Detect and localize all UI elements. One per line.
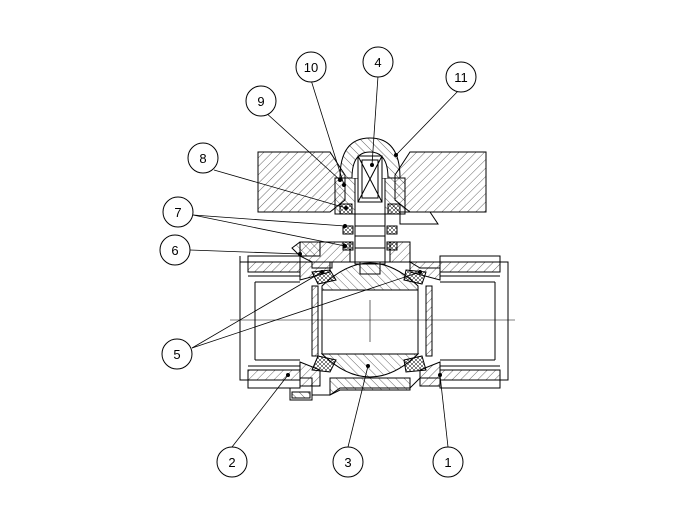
callout-4: 4 xyxy=(362,46,394,78)
callout-1: 1 xyxy=(432,446,464,478)
leader-dots xyxy=(286,153,442,377)
callout-8-label: 8 xyxy=(199,151,206,166)
callout-3-label: 3 xyxy=(344,455,351,470)
callout-8: 8 xyxy=(187,142,219,174)
ball xyxy=(320,262,420,378)
callout-11: 11 xyxy=(445,61,477,93)
valve-body xyxy=(239,241,509,401)
callout-6: 6 xyxy=(159,234,191,266)
callout-10: 10 xyxy=(295,51,327,83)
callout-1-label: 1 xyxy=(444,455,451,470)
callout-11-label: 11 xyxy=(454,70,468,85)
callout-9: 9 xyxy=(245,85,277,117)
callout-5-label: 5 xyxy=(173,347,180,362)
callout-3: 3 xyxy=(332,446,364,478)
callout-7: 7 xyxy=(162,196,194,228)
butterfly-handle xyxy=(257,137,487,225)
callout-2: 2 xyxy=(216,446,248,478)
callout-5: 5 xyxy=(161,338,193,370)
callout-9-label: 9 xyxy=(257,94,264,109)
leader-lines xyxy=(189,75,461,448)
callouts: 1 2 3 4 5 6 7 8 xyxy=(159,46,477,478)
callout-10-label: 10 xyxy=(304,60,318,75)
callout-6-label: 6 xyxy=(171,243,178,258)
callout-7-label: 7 xyxy=(174,205,181,220)
callout-2-label: 2 xyxy=(228,455,235,470)
centerlines xyxy=(230,300,515,342)
callout-4-label: 4 xyxy=(374,55,381,70)
